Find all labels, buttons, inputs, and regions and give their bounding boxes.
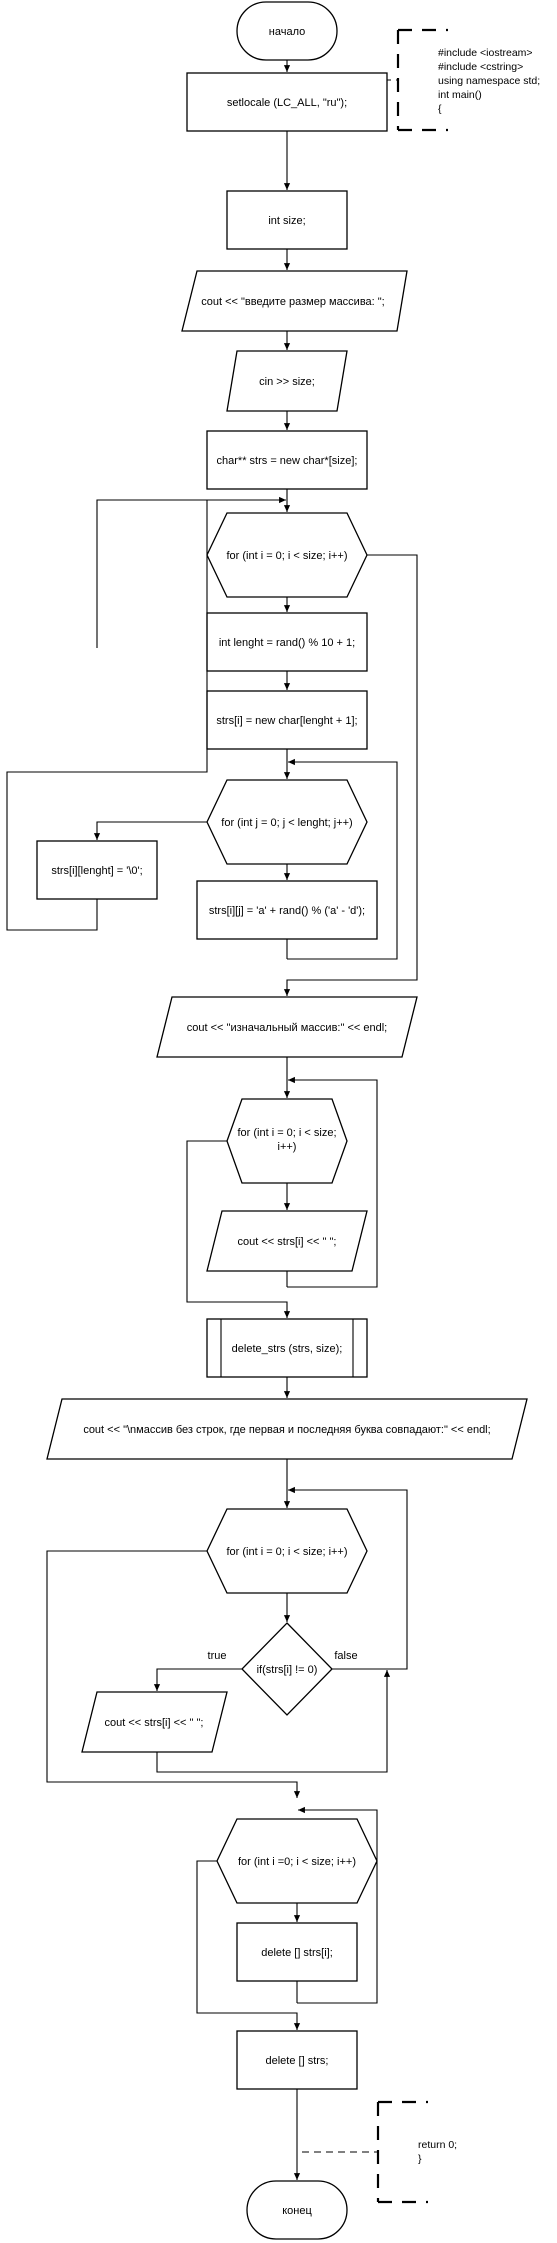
cout-strs-2-io: cout << strs[i] << " "; xyxy=(81,1691,228,1753)
delete-strs-block: delete [] strs; xyxy=(236,2030,358,2090)
int-size-block: int size; xyxy=(226,190,348,250)
for-j-label: for (int j = 0; j < lenght; j++) xyxy=(221,817,352,829)
delete-strs-label: delete [] strs; xyxy=(266,2055,329,2067)
for-i-4-label: for (int i =0; i < size; i++) xyxy=(238,1856,356,1868)
setlocale-label: setlocale (LC_ALL, "ru"); xyxy=(227,97,347,109)
cout-result-label: cout << "\nмассив без строк, где первая … xyxy=(83,1424,490,1436)
for-i-loop-1: for (int i = 0; i < size; i++) xyxy=(206,512,368,598)
using-namespace: using namespace std; xyxy=(438,75,540,87)
cout-strs-1-label: cout << strs[i] << " "; xyxy=(238,1236,337,1248)
rand-char-label: strs[i][j] = 'a' + rand() % ('a' - 'd'); xyxy=(209,905,365,917)
for-i-1-label: for (int i = 0; i < size; i++) xyxy=(226,550,347,562)
footer-annotation: return 0; } xyxy=(302,2100,457,2204)
lenght-label: int lenght = rand() % 10 + 1; xyxy=(219,637,355,649)
new-strs-i-block: strs[i] = new char[lenght + 1]; xyxy=(206,690,368,750)
new-strs-label: char** strs = new char*[size]; xyxy=(217,455,358,467)
int-size-label: int size; xyxy=(268,215,305,227)
delete-strs-call: delete_strs (strs, size); xyxy=(206,1318,368,1378)
null-term-block: strs[i][lenght] = '\0'; xyxy=(36,840,158,900)
cout-prompt-label: cout << "введите размер массива: "; xyxy=(201,296,385,308)
cout-initial-io: cout << "изначальный массив:" << endl; xyxy=(156,996,418,1058)
delete-strs-i-block: delete [] strs[i]; xyxy=(236,1922,358,1982)
int-main: int main() xyxy=(438,89,482,101)
close-brace: } xyxy=(418,2153,422,2165)
start-terminal: начало xyxy=(236,1,338,61)
cout-initial-label: cout << "изначальный массив:" << endl; xyxy=(187,1022,387,1034)
cout-result-io: cout << "\nмассив без строк, где первая … xyxy=(46,1398,528,1460)
new-strs-block: char** strs = new char*[size]; xyxy=(206,430,368,490)
cout-prompt-io: cout << "введите размер массива: "; xyxy=(181,270,408,332)
if-decision: if(strs[i] != 0) xyxy=(241,1622,333,1716)
for-i-loop-3: for (int i = 0; i < size; i++) xyxy=(206,1508,368,1594)
null-term-label: strs[i][lenght] = '\0'; xyxy=(51,865,142,877)
end-label: конец xyxy=(282,2205,312,2217)
cout-strs-1-io: cout << strs[i] << " "; xyxy=(206,1210,368,1272)
return-zero: return 0; xyxy=(418,2139,457,2151)
delete-strs-i-label: delete [] strs[i]; xyxy=(261,1947,333,1959)
cin-size-label: cin >> size; xyxy=(259,376,315,388)
cout-strs-2-label: cout << strs[i] << " "; xyxy=(105,1717,204,1729)
for-i-loop-4: for (int i =0; i < size; i++) xyxy=(216,1818,378,1904)
if-cond-label: if(strs[i] != 0) xyxy=(257,1664,318,1676)
setlocale-block: setlocale (LC_ALL, "ru"); xyxy=(186,72,388,132)
true-branch-label: true xyxy=(208,1650,227,1662)
for-i-2-label-line1: for (int i = 0; i < size; xyxy=(237,1127,336,1139)
false-branch-label: false xyxy=(334,1650,357,1662)
lenght-block: int lenght = rand() % 10 + 1; xyxy=(206,612,368,672)
start-label: начало xyxy=(269,26,305,38)
end-terminal: конец xyxy=(246,2180,348,2240)
open-brace: { xyxy=(438,103,442,115)
for-i-3-label: for (int i = 0; i < size; i++) xyxy=(226,1546,347,1558)
cin-size-io: cin >> size; xyxy=(226,350,348,412)
new-strs-i-label: strs[i] = new char[lenght + 1]; xyxy=(216,715,357,727)
include-cstring: #include <cstring> xyxy=(438,61,523,73)
delete-call-label: delete_strs (strs, size); xyxy=(232,1343,343,1355)
rand-char-block: strs[i][j] = 'a' + rand() % ('a' - 'd'); xyxy=(196,880,378,940)
for-j-loop: for (int j = 0; j < lenght; j++) xyxy=(206,779,368,865)
for-i-loop-2: for (int i = 0; i < size; i++) xyxy=(226,1098,348,1184)
for-i-2-label-line2: i++) xyxy=(278,1141,297,1153)
include-iostream: #include <iostream> xyxy=(438,47,533,59)
